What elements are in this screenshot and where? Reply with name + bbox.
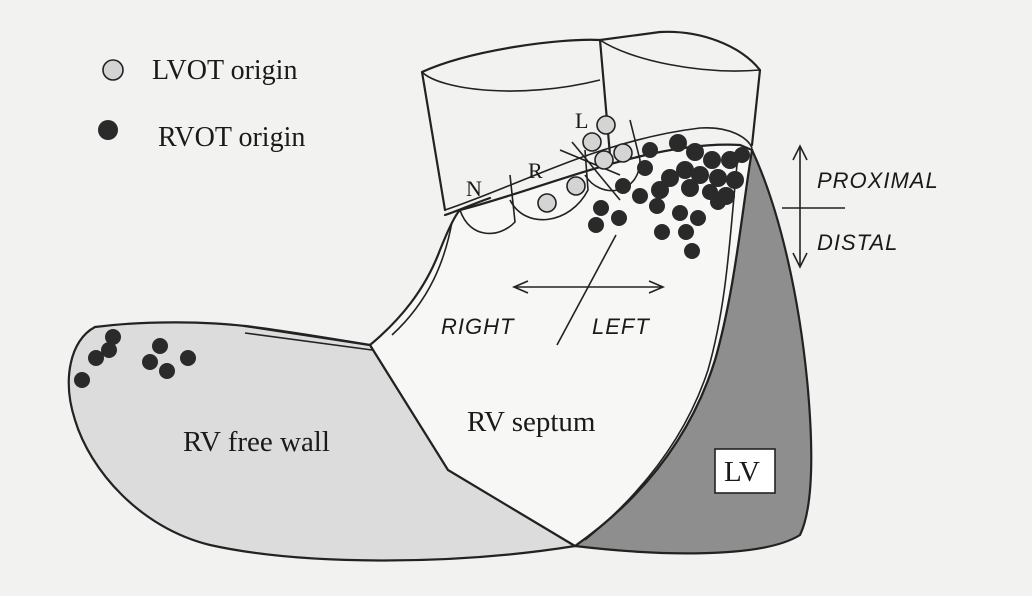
- rvot-dot: [684, 243, 700, 259]
- rvot-dot: [710, 194, 726, 210]
- distal-label: DISTAL: [817, 230, 898, 255]
- rv-free-wall-label: RV free wall: [183, 426, 330, 458]
- rvot-dot: [588, 217, 604, 233]
- rvot-dot: [105, 329, 121, 345]
- rvot-dot: [669, 134, 687, 152]
- rvot-dot: [180, 350, 196, 366]
- proximal-label: PROXIMAL: [817, 168, 939, 193]
- rvot-dot: [672, 205, 688, 221]
- lvot-dot: [594, 150, 614, 170]
- rv-free-wall-region: [67, 321, 579, 562]
- cusp-crossing-lines: [559, 141, 621, 201]
- lvot-dot: [566, 176, 586, 196]
- lv-label-box: [714, 448, 776, 494]
- rvot-dot: [691, 166, 709, 184]
- rvot-dot: [637, 160, 653, 176]
- lvot-dot: [596, 115, 616, 135]
- outflow-tract-edge: [243, 196, 492, 347]
- rvot-dot: [690, 210, 706, 226]
- rvot-dot: [654, 224, 670, 240]
- rvot-dot: [615, 178, 631, 194]
- rvot-dot: [142, 354, 158, 370]
- rvot-dot: [681, 179, 699, 197]
- rvot-dot: [709, 169, 727, 187]
- lvot-dot: [537, 193, 557, 213]
- lv-label: LV: [724, 456, 760, 488]
- left-cusp-label: L: [575, 108, 588, 133]
- rvot-dot: [152, 338, 168, 354]
- rvot-dot: [686, 143, 704, 161]
- rv-septum-region: [368, 143, 754, 548]
- proximal-distal-arrow: [782, 144, 845, 269]
- aortic-root-top: [421, 39, 761, 92]
- lvot-legend-label: LVOT origin: [152, 55, 297, 86]
- rvot-dot: [734, 147, 750, 163]
- rvot-dot: [642, 142, 658, 158]
- sinus-rim: [444, 127, 753, 211]
- rvot-dot: [676, 161, 694, 179]
- aortic-root: [420, 30, 762, 212]
- rvot-dot: [159, 363, 175, 379]
- rvot-dot: [88, 350, 104, 366]
- rvot-dot: [611, 210, 627, 226]
- rvot-legend-marker: [98, 120, 118, 140]
- rvot-dot: [101, 342, 117, 358]
- rvot-dot: [661, 169, 679, 187]
- rvot-dot: [74, 372, 90, 388]
- right-label: RIGHT: [441, 314, 515, 339]
- rvot-dot: [703, 151, 721, 169]
- right-coronary-cusp: [509, 149, 589, 221]
- rvot-dot: [678, 224, 694, 240]
- lvot-dot: [613, 143, 633, 163]
- rv-septum-label: RV septum: [467, 406, 596, 438]
- right-cusp-label: R: [528, 158, 543, 183]
- legend: LVOT origin RVOT origin: [98, 55, 305, 153]
- rvot-origin-dots: [74, 134, 750, 388]
- rvot-dot: [593, 200, 609, 216]
- lvot-legend-marker: [102, 59, 124, 81]
- rvot-dot: [726, 171, 744, 189]
- rvot-legend-label: RVOT origin: [158, 122, 305, 153]
- right-left-arrow: [511, 234, 666, 346]
- rvot-dot: [651, 181, 669, 199]
- rvot-dot: [632, 188, 648, 204]
- left-label: LEFT: [592, 314, 650, 339]
- non-cusp-label: N: [466, 176, 482, 201]
- septum-inner-band: [244, 154, 739, 541]
- non-coronary-cusp: [459, 174, 516, 235]
- lvot-dot: [582, 132, 602, 152]
- rvot-dot: [649, 198, 665, 214]
- lvot-origin-dots: [537, 115, 633, 213]
